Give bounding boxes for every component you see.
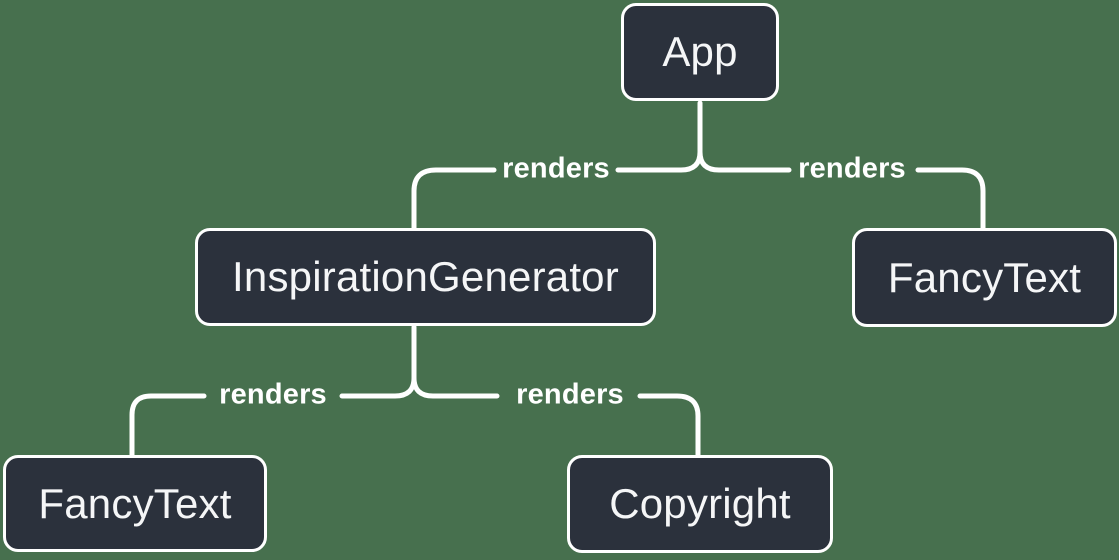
edge-inspiration-to-fancytext-left-run bbox=[339, 375, 417, 399]
edge-app-to-fancytext-drop bbox=[915, 167, 986, 232]
edge-app-to-inspiration-drop bbox=[411, 167, 497, 232]
edge-inspiration-to-copyright-right-run bbox=[411, 375, 500, 399]
node-inspiration-generator-label: InspirationGenerator bbox=[232, 253, 619, 300]
edge-inspiration-to-copyright-drop bbox=[637, 393, 701, 459]
node-fancy-text-bottom-label: FancyText bbox=[38, 479, 232, 527]
edge-label-renders-app-fancytext: renders bbox=[798, 152, 906, 185]
node-copyright-label: Copyright bbox=[609, 480, 791, 527]
node-app-label: App bbox=[662, 28, 738, 75]
edge-inspiration-to-fancytext-drop bbox=[129, 393, 207, 459]
node-fancy-text-top-label: FancyText bbox=[887, 253, 1082, 301]
edge-app-to-inspiration-left-run bbox=[615, 149, 703, 173]
node-app: App bbox=[621, 3, 779, 101]
edge-app-to-fancytext-right-run bbox=[697, 149, 792, 173]
edge-label-renders-inspiration-fancytext: renders bbox=[219, 378, 327, 411]
node-fancy-text-top: FancyText bbox=[852, 228, 1117, 327]
node-inspiration-generator: InspirationGenerator bbox=[195, 228, 656, 326]
node-fancy-text-bottom: FancyText bbox=[3, 455, 267, 552]
edge-label-renders-app-inspiration: renders bbox=[502, 152, 610, 185]
edge-label-renders-inspiration-copyright: renders bbox=[516, 378, 624, 411]
node-copyright: Copyright bbox=[567, 455, 833, 553]
